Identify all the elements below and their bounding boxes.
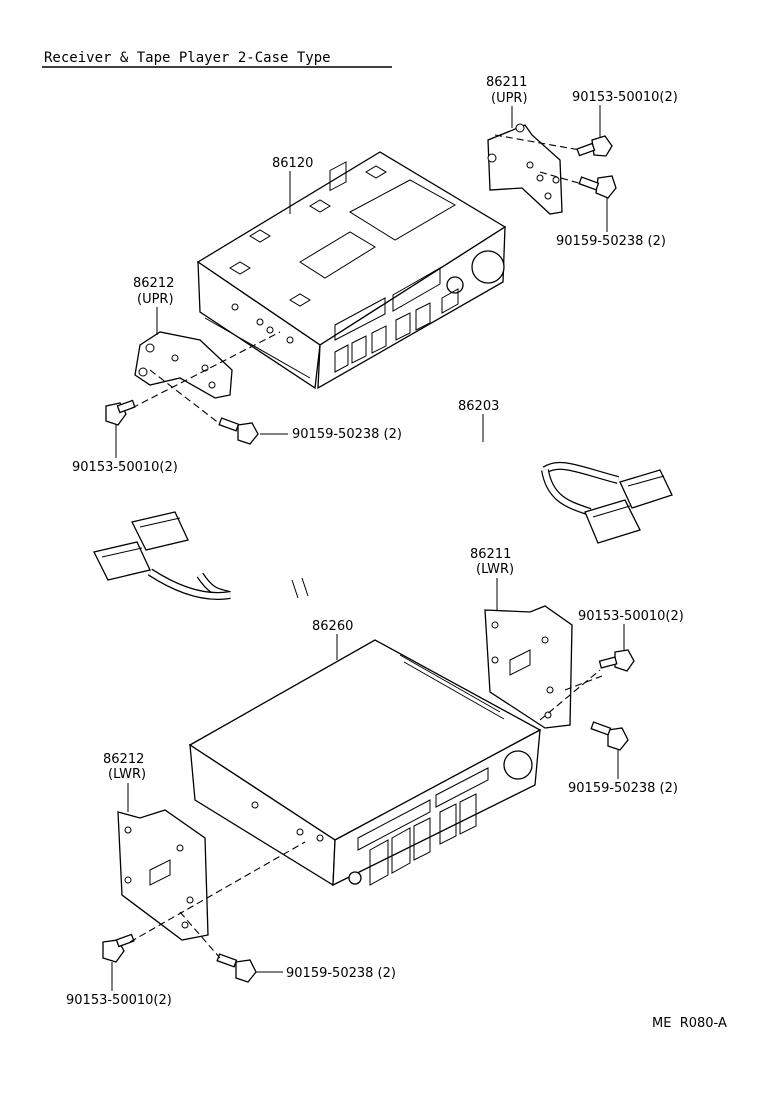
part-label-bolt-a1: 90153-50010(2): [572, 90, 678, 105]
bracket-86211-upr: [487, 123, 563, 215]
part-label-bolt-b1: 90153-50010(2): [578, 609, 684, 624]
bracket-86212-upr: [134, 331, 233, 399]
part-label-86212-lwr: 86212: [103, 752, 144, 767]
part-label-86260: 86260: [312, 619, 353, 634]
diagram-title: Receiver & Tape Player 2-Case Type: [44, 50, 331, 66]
assembly-line-8: [179, 911, 221, 959]
assembly-line-6: [564, 675, 603, 691]
part-label-screw-b1: 90159-50238 (2): [568, 781, 678, 796]
part-label-86211-upr: 86211: [486, 75, 527, 90]
tape-player-unit-86260: [188, 639, 542, 887]
figure-code: ME R080-A: [652, 1016, 727, 1031]
part-label-screw-b2: 90159-50238 (2): [286, 966, 396, 981]
bolt-90153-upper-left: [105, 399, 136, 426]
part-label-bolt-b2: 90153-50010(2): [66, 993, 172, 1008]
part-label-86203: 86203: [458, 399, 499, 414]
screw-90159-upper-left: [218, 417, 259, 445]
screw-90159-upper-right: [578, 175, 617, 199]
part-label-86211-lwr: 86211: [470, 547, 511, 562]
bolt-90153-upper-right: [576, 135, 613, 157]
part-label-bolt-a2: 90153-50010(2): [72, 460, 178, 475]
position-label-upr-b: (UPR): [137, 292, 174, 307]
assembly-line-1: [494, 134, 581, 151]
position-label-lwr-b: (LWR): [108, 767, 146, 782]
bolt-90153-lower-left: [102, 933, 135, 963]
assembly-line-3: [131, 331, 281, 409]
screw-90159-lower-right: [590, 721, 629, 751]
bolt-90153-lower-right: [598, 649, 635, 672]
assembly-line-7: [129, 841, 306, 943]
position-label-lwr-a: (LWR): [476, 562, 514, 577]
bracket-86212-lwr: [117, 809, 209, 941]
part-label-screw-a2: 90159-50238 (2): [292, 427, 402, 442]
part-label-86212-upr: 86212: [133, 276, 174, 291]
assembly-line-2: [539, 171, 583, 185]
screw-90159-lower-left: [216, 953, 257, 983]
part-label-screw-a1: 90159-50238 (2): [556, 234, 666, 249]
receiver-unit-86120: [196, 151, 507, 390]
position-label-upr-a: (UPR): [491, 91, 528, 106]
assembly-line-5: [539, 669, 601, 721]
part-label-86120: 86120: [272, 156, 313, 171]
bracket-86211-lwr: [484, 605, 573, 729]
assembly-line-4: [149, 369, 221, 425]
wire-harness-86203: [93, 442, 673, 601]
